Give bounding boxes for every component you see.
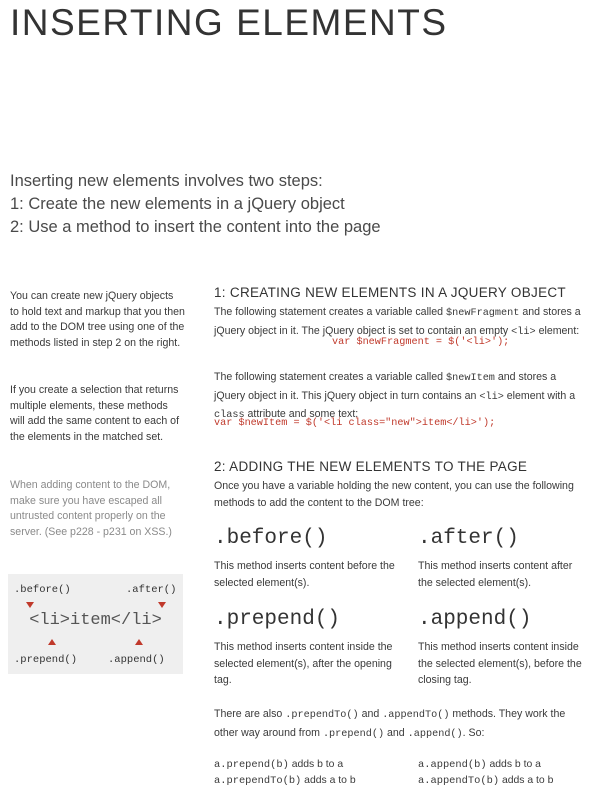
method-after-title: .after() [418, 527, 519, 550]
inline-code: .prepend() [322, 728, 385, 740]
prepend-examples: a.prepend(b) adds b to a a.prependTo(b) … [214, 757, 356, 789]
method-before-desc: This method inserts content before the s… [214, 560, 395, 589]
arrow-up-icon [135, 639, 143, 645]
code-new-item: var $newItem = $('<li class="new">item</… [214, 418, 496, 429]
create-paragraph-1: The following statement creates a variab… [214, 306, 581, 338]
example-prependTo: a.prependTo(b) adds a to b [214, 775, 356, 787]
method-prepend-title: .prepend() [214, 608, 341, 631]
method-prepend-desc: This method inserts content inside the s… [214, 641, 393, 686]
inline-code: <li> [479, 391, 504, 403]
intro-step-1: 1: Create the new elements in a jQuery o… [10, 195, 345, 213]
intro-step-2: 2: Use a method to insert the content in… [10, 218, 381, 236]
arrow-down-icon [158, 602, 166, 608]
inline-code: .append() [407, 728, 463, 740]
page-title: INSERTING ELEMENTS [10, 2, 448, 43]
arrow-up-icon [48, 639, 56, 645]
diagram-after-label: .after() [126, 584, 177, 596]
method-after-desc: This method inserts content after the se… [418, 560, 573, 589]
inline-code: class [214, 410, 245, 421]
append-examples: a.append(b) adds b to a a.appendTo(b) ad… [418, 757, 553, 789]
sidebar-note-1: You can create new jQuery objects to hol… [10, 290, 185, 349]
inline-code: .prependTo() [285, 710, 359, 721]
method-before-title: .before() [214, 527, 328, 550]
insertion-diagram: .before() .after() <li>item</li> .prepen… [8, 574, 183, 674]
create-paragraph-2: The following statement creates a variab… [214, 371, 576, 421]
intro-line: Inserting new elements involves two step… [10, 172, 323, 190]
method-append-title: .append() [418, 608, 532, 631]
add-paragraph: Once you have a variable holding the new… [214, 480, 574, 509]
inline-code: $newFragment [446, 308, 520, 319]
also-methods-paragraph: There are also .prependTo() and .appendT… [214, 708, 566, 740]
arrow-down-icon [26, 602, 34, 608]
diagram-before-label: .before() [14, 584, 71, 596]
diagram-code: <li>item</li> [29, 611, 162, 630]
section-heading-create: 1: CREATING NEW ELEMENTS IN A JQUERY OBJ… [214, 285, 566, 300]
diagram-prepend-label: .prepend() [14, 654, 78, 666]
diagram-append-label: .append() [108, 654, 165, 666]
code-new-fragment: var $newFragment = $('<li>'); [332, 337, 510, 348]
method-append-desc: This method inserts content inside the s… [418, 641, 582, 686]
example-prepend: a.prepend(b) adds b to a [214, 759, 344, 771]
inline-code: .appendTo() [382, 710, 450, 721]
example-appendTo: a.appendTo(b) adds a to b [418, 775, 554, 787]
sidebar-note-3: When adding content to the DOM, make sur… [10, 479, 172, 538]
inline-code: <li> [511, 326, 536, 338]
section-heading-add: 2: ADDING THE NEW ELEMENTS TO THE PAGE [214, 459, 528, 474]
sidebar-note-2: If you create a selection that returns m… [10, 384, 180, 443]
example-append: a.append(b) adds b to a [418, 759, 541, 771]
inline-code: $newItem [446, 373, 495, 384]
intro-steps: Inserting new elements involves two step… [10, 170, 381, 239]
